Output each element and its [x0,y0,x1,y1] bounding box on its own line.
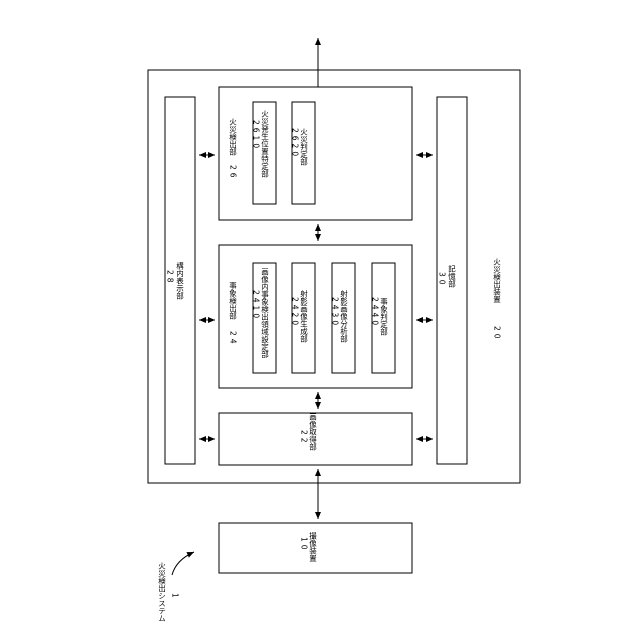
fire-judgment-unit-label: 火災判定部 [299,128,308,167]
projection-analysis-unit-number: 2430 [331,297,340,328]
system-number: 1 [171,593,180,598]
image-acquisition-number: 22 [300,430,309,446]
fire-position-unit-number: 2610 [252,120,261,151]
event-detection-label: 事象検出部 [228,281,237,321]
system-label: 火災検出システム [157,562,166,622]
projection-generation-unit-number: 2420 [291,297,300,328]
storage-number: 30 [438,272,447,288]
region-setting-unit-label: 画像内事象検出領域設定部 [260,268,269,360]
event-judgment-unit-label: 事象判定部 [379,297,388,337]
fire-position-unit-label: 火災発生位置特定部 [260,110,269,179]
imaging-device-number: 10 [300,537,309,553]
projection-analysis-unit-label: 射影画像分析部 [339,289,348,344]
image-acquisition-label: 画像取得部 [308,413,317,452]
system-pointer-arrow [172,552,194,575]
imaging-device-label: 撮像装置 [308,531,317,563]
event-detection-number: 24 [229,331,238,347]
projection-generation-unit-label: 射影画像生成部 [299,289,308,344]
fire-judgment-unit-number: 2620 [291,128,300,159]
guidance-display-label: 構内表示部 [175,261,184,301]
storage-label: 記憶部 [447,264,456,289]
region-setting-unit-number: 2410 [252,290,261,321]
device-label: 火災検出装置 [492,258,501,303]
guidance-display-number: 28 [166,270,175,286]
event-judgment-unit-number: 2440 [371,297,380,328]
device-number: 20 [493,326,502,342]
fire-detection-number: 26 [229,165,238,181]
fire-detection-label: 火災検出部 [228,118,237,157]
